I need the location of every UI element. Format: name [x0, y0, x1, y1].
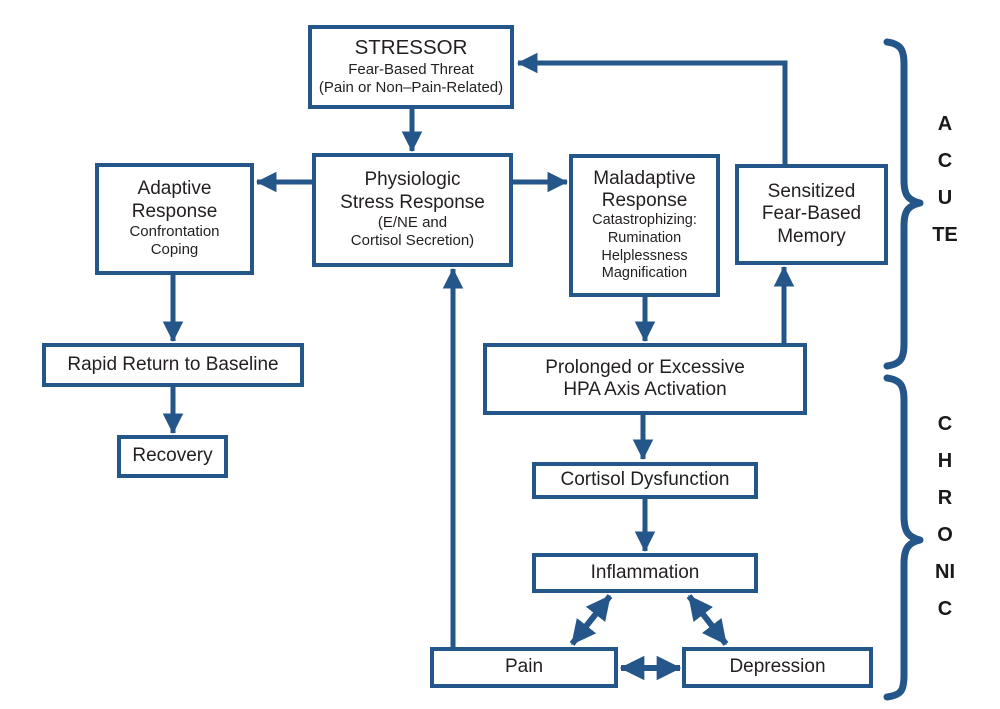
maladaptive-sub-line: Catastrophizing: — [592, 212, 697, 229]
node-sensitized-fear-based-memory: Sensitized Fear-Based Memory — [735, 164, 888, 265]
node-recovery: Recovery — [117, 435, 228, 478]
hpa-title-line: HPA Axis Activation — [563, 379, 727, 400]
arrow-inflammation-depression — [686, 594, 729, 646]
sensitized-title-line: Sensitized — [767, 181, 856, 203]
pain-title: Pain — [504, 656, 544, 678]
arrow-inflammation-pain — [569, 594, 613, 646]
node-pain: Pain — [430, 647, 618, 688]
node-stressor: STRESSOR Fear-Based Threat (Pain or Non–… — [308, 25, 514, 109]
acute-label: ACUTE — [932, 113, 958, 246]
maladaptive-sub-line: Helplessness — [601, 247, 688, 264]
physiologic-title-line: Stress Response — [340, 191, 485, 213]
sensitized-title-line: Fear-Based — [761, 203, 862, 225]
cortisol-title: Cortisol Dysfunction — [560, 469, 730, 491]
adaptive-title-line: Response — [131, 200, 218, 222]
stressor-sub-line: Fear-Based Threat — [348, 61, 474, 78]
node-maladaptive-response: Maladaptive Response Catastrophizing: Ru… — [569, 154, 720, 297]
physiologic-title-line: Physiologic — [364, 169, 461, 191]
rapid-return-title: Rapid Return to Baseline — [67, 353, 279, 375]
adaptive-sub-line: Confrontation — [129, 222, 220, 240]
hpa-title-line: Prolonged or Excessive — [545, 356, 745, 378]
node-physiologic-stress-response: Physiologic Stress Response (E/NE and Co… — [312, 153, 513, 267]
stressor-title: STRESSOR — [354, 36, 468, 60]
node-depression: Depression — [682, 647, 873, 688]
stressor-sub-line: (Pain or Non–Pain-Related) — [318, 79, 504, 97]
chronic-label: CHRONIC — [935, 413, 955, 620]
node-inflammation: Inflammation — [532, 553, 758, 593]
arrow-sensitized-to-stressor — [516, 52, 788, 164]
acute-brace — [883, 38, 924, 370]
maladaptive-title-line: Response — [601, 190, 688, 212]
recovery-title: Recovery — [132, 445, 213, 467]
adaptive-sub-line: Coping — [150, 241, 199, 259]
chronic-brace — [883, 374, 924, 701]
maladaptive-sub-line: Magnification — [601, 265, 688, 282]
depression-title: Depression — [729, 656, 826, 678]
maladaptive-sub-line: Rumination — [607, 230, 682, 247]
node-hpa-axis-activation: Prolonged or Excessive HPA Axis Activati… — [483, 343, 807, 415]
inflammation-title: Inflammation — [590, 561, 700, 583]
maladaptive-title-line: Maladaptive — [593, 167, 696, 189]
physiologic-sub-line: Cortisol Secretion) — [350, 232, 475, 250]
node-cortisol-dysfunction: Cortisol Dysfunction — [532, 462, 758, 499]
physiologic-sub-line: (E/NE and — [377, 213, 448, 231]
node-rapid-return-to-baseline: Rapid Return to Baseline — [42, 343, 304, 387]
sensitized-title-line: Memory — [777, 225, 846, 247]
adaptive-title-line: Adaptive — [137, 178, 212, 200]
node-adaptive-response: Adaptive Response Confrontation Coping — [95, 163, 254, 275]
